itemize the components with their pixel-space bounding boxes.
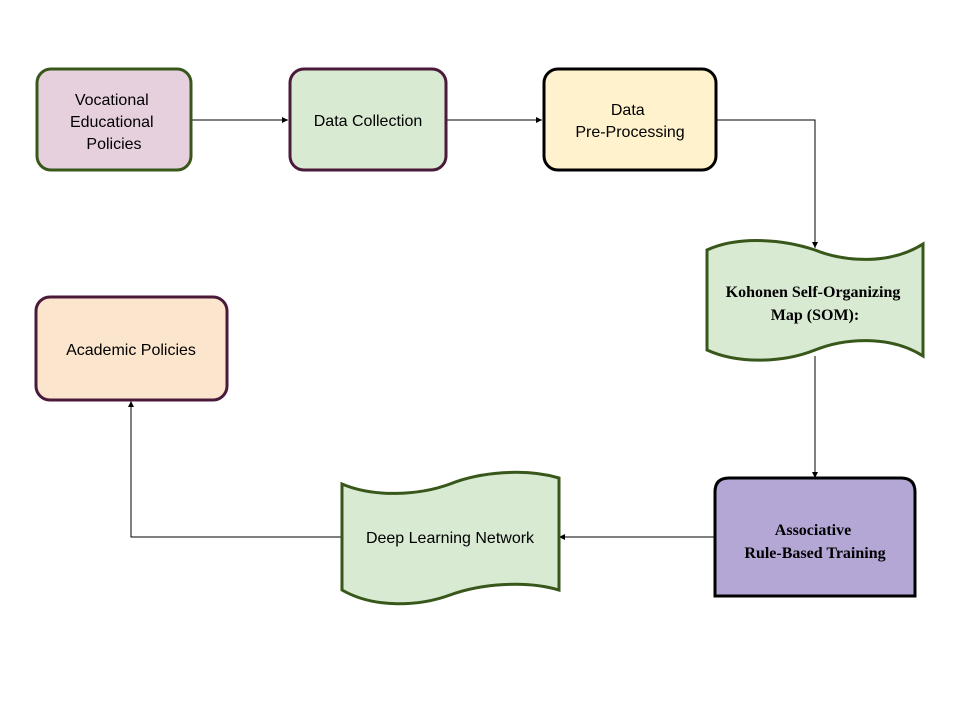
node-academic-policies: Academic Policies (34, 295, 229, 402)
svg-text:Associative Rule-Based T: Associative Rule-Based Training (744, 522, 885, 562)
node-vocational-educational-policies: Vocational Educational Policies (35, 67, 193, 172)
node-label-line: Rule-Based Training (744, 545, 885, 562)
edge-deep-learning-to-academic (128, 401, 342, 538)
node-label-line: Kohonen Self-Organizing (726, 284, 901, 301)
svg-text:Data Collection: Data Collection (314, 113, 423, 130)
svg-text:Vocational Educational: Vocational Educational Policies (70, 92, 158, 153)
svg-text:Deep Learning Network: Deep Learning Network (366, 530, 535, 547)
node-label-line: Pre-Processing (575, 124, 684, 141)
node-label-line: Data (611, 102, 645, 119)
node-label-line: Data Collection (314, 113, 423, 130)
node-label-line: Deep Learning Network (366, 530, 535, 547)
edge-preprocessing-to-som (716, 119, 818, 248)
node-data-pre-processing: Data Pre-Processing (542, 67, 718, 172)
node-label-line: Academic Policies (66, 342, 196, 359)
node-kohonen-som: Kohonen Self-Organizing Map (SOM): (705, 239, 925, 362)
node-label-line: Map (SOM): (771, 307, 859, 324)
node-label-line: Associative (775, 522, 851, 539)
svg-text:Data Pre-Processing: Data Pre-Processing (575, 102, 684, 141)
node-label-line: Vocational (75, 92, 149, 109)
node-deep-learning-network: Deep Learning Network (340, 470, 561, 606)
node-data-collection: Data Collection (288, 67, 448, 172)
svg-text:Kohonen Self-Organizing: Kohonen Self-Organizing Map (SOM): (726, 284, 905, 324)
node-associative-rule-based-training: Associative Rule-Based Training (713, 476, 917, 598)
node-label-line: Policies (86, 136, 141, 153)
svg-text:Academic Policies: Academic Policies (66, 342, 196, 359)
node-label-line: Educational (70, 114, 154, 131)
